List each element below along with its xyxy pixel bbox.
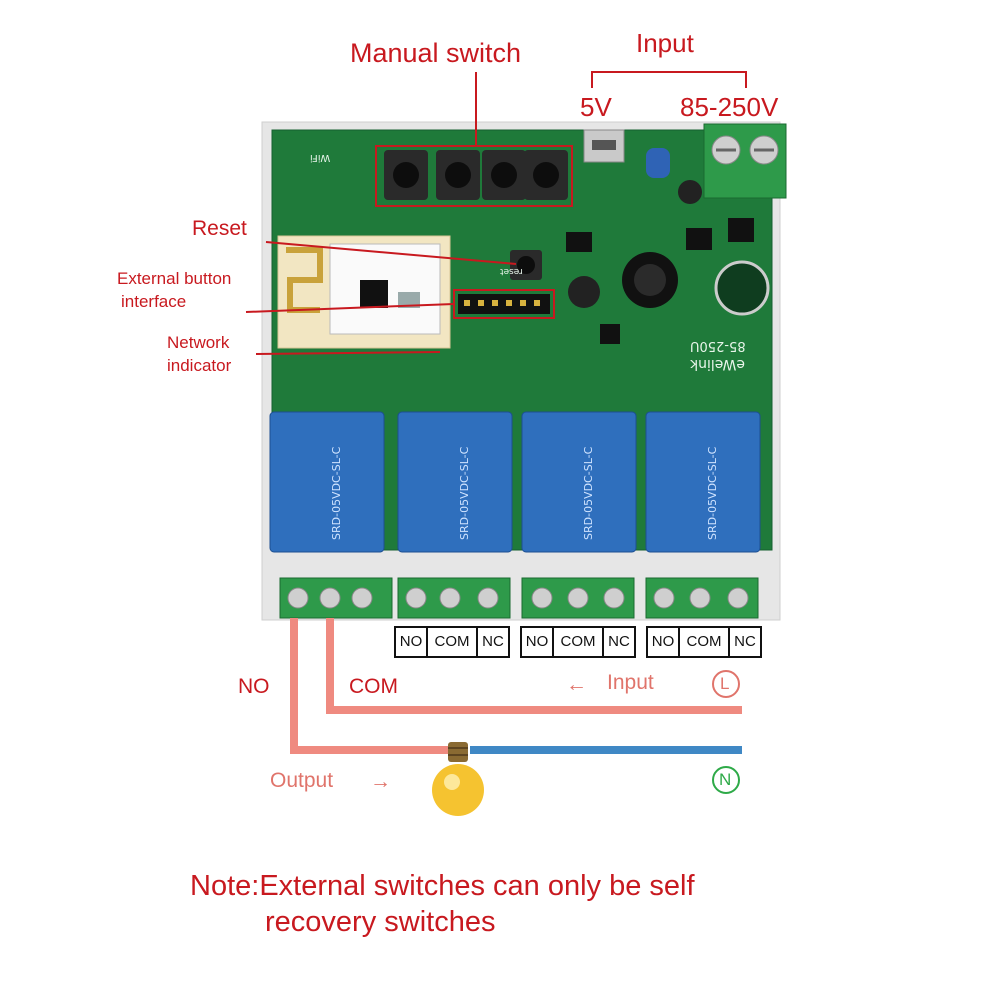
wire-com-label: COM bbox=[349, 675, 398, 698]
terminal-nc: NC bbox=[734, 633, 756, 650]
input-label: Input bbox=[636, 28, 694, 58]
wiring-lines bbox=[290, 618, 742, 754]
relay-3: SRD-05VDC-SL-C bbox=[521, 411, 637, 553]
neutral-symbol-label: N bbox=[719, 770, 732, 789]
svg-text:SRD-05VDC-SL-C: SRD-05VDC-SL-C bbox=[458, 446, 471, 540]
external-button-header bbox=[458, 294, 550, 314]
terminal-nc: NC bbox=[608, 633, 630, 650]
manual-switches bbox=[384, 150, 568, 200]
note-line-1: Note:External switches can only be self bbox=[190, 870, 695, 902]
external-button-label-1: External button bbox=[117, 269, 232, 288]
live-symbol-label: L bbox=[720, 674, 730, 693]
pcb-voltage-text: 85-250U bbox=[690, 338, 746, 353]
wire-input-label: Input bbox=[607, 671, 654, 694]
neutral-symbol-icon bbox=[712, 766, 740, 794]
output-label: Output bbox=[270, 769, 334, 792]
relay-2: SRD-05VDC-SL-C bbox=[397, 411, 513, 553]
output-arrow: → bbox=[370, 770, 391, 793]
terminal-no: NO bbox=[396, 628, 428, 656]
terminal-com: COM bbox=[554, 628, 604, 656]
reset-label: Reset bbox=[192, 217, 247, 240]
terminal-table-1: NO COM NC bbox=[394, 626, 510, 658]
wire-no-label: NO bbox=[238, 675, 270, 698]
svg-text:SRD-05VDC-SL-C: SRD-05VDC-SL-C bbox=[330, 446, 343, 540]
light-bulb-icon bbox=[432, 742, 484, 816]
voltage-85-250v-label: 85-250V bbox=[680, 92, 779, 122]
live-symbol-icon bbox=[712, 670, 740, 698]
relay-terminals bbox=[279, 577, 759, 619]
relay-1: SRD-05VDC-SL-C bbox=[269, 411, 385, 553]
pcb-wifi-text: WiFi bbox=[310, 152, 331, 163]
terminal-no: NO bbox=[648, 628, 680, 656]
terminal-table-2: NO COM NC bbox=[520, 626, 636, 658]
pcb-brand-text: eWelink bbox=[690, 356, 746, 372]
note-line-2: recovery switches bbox=[265, 906, 496, 938]
manual-switch-label: Manual switch bbox=[350, 38, 522, 68]
svg-text:SRD-05VDC-SL-C: SRD-05VDC-SL-C bbox=[706, 446, 719, 540]
network-indicator-label-2: indicator bbox=[167, 356, 232, 375]
pcb-reset-text: reset bbox=[500, 266, 523, 276]
terminal-com: COM bbox=[428, 628, 478, 656]
network-indicator-label-1: Network bbox=[167, 333, 230, 352]
terminal-nc: NC bbox=[482, 633, 504, 650]
input-arrow: ← bbox=[566, 673, 587, 696]
manual-switch-box bbox=[375, 145, 573, 207]
relay-4: SRD-05VDC-SL-C bbox=[645, 411, 761, 553]
voltage-5v-label: 5V bbox=[580, 92, 612, 122]
wifi-module bbox=[277, 235, 451, 349]
terminal-com: COM bbox=[680, 628, 730, 656]
terminal-no: NO bbox=[522, 628, 554, 656]
external-button-label-2: interface bbox=[121, 292, 187, 311]
power-terminal bbox=[703, 123, 787, 199]
terminal-table-3: NO COM NC bbox=[646, 626, 762, 658]
svg-text:SRD-05VDC-SL-C: SRD-05VDC-SL-C bbox=[582, 446, 595, 540]
